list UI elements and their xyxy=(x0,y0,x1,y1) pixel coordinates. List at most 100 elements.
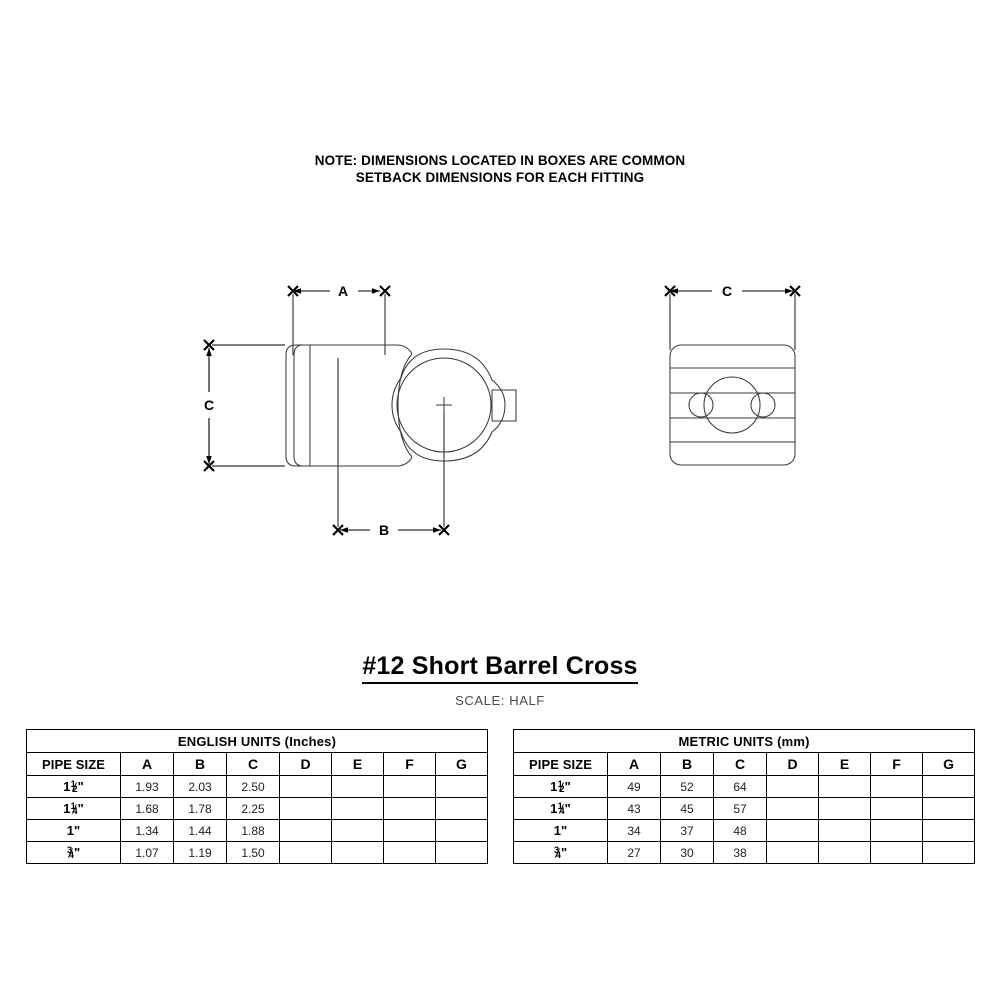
note-line-2: SETBACK DIMENSIONS FOR EACH FITTING xyxy=(355,170,645,185)
value-cell-e xyxy=(818,797,871,820)
value-cell-c: 1.88 xyxy=(226,819,280,842)
value-cell-f xyxy=(870,775,923,798)
centre-mark-side xyxy=(436,397,452,413)
table-row: 1" 1.34 1.44 1.88 xyxy=(26,819,488,842)
value-cell-a: 1.34 xyxy=(120,819,174,842)
page-title: #12 Short Barrel Cross xyxy=(362,652,638,684)
end-view: C xyxy=(663,283,802,466)
value-cell-c: 64 xyxy=(713,775,767,798)
value-cell-e xyxy=(331,797,384,820)
value-cell-c: 2.25 xyxy=(226,797,280,820)
side-view: A C xyxy=(202,283,517,538)
column-header-c: C xyxy=(226,752,280,776)
table-title-row: ENGLISH UNITS (Inches) xyxy=(26,729,488,753)
value-cell-e xyxy=(331,819,384,842)
column-header-a: A xyxy=(120,752,174,776)
column-header-d: D xyxy=(766,752,819,776)
value-cell-a: 1.93 xyxy=(120,775,174,798)
value-cell-d xyxy=(766,819,819,842)
dimension-a: A xyxy=(286,283,392,355)
dimension-c-side-label: C xyxy=(204,397,214,413)
value-cell-f xyxy=(383,819,436,842)
value-cell-d xyxy=(766,775,819,798)
side-view-body-outline xyxy=(285,344,413,467)
column-header-e: E xyxy=(818,752,871,776)
dimension-a-label: A xyxy=(338,283,348,299)
value-cell-b: 1.78 xyxy=(173,797,227,820)
value-cell-d xyxy=(766,797,819,820)
value-cell-b: 2.03 xyxy=(173,775,227,798)
value-cell-e xyxy=(331,775,384,798)
value-cell-f xyxy=(870,841,923,864)
table-header-row: PIPE SIZE A B C D E F G xyxy=(513,752,976,776)
metric-table-title: METRIC UNITS (mm) xyxy=(512,729,976,753)
value-cell-g xyxy=(921,841,976,864)
value-cell-a: 34 xyxy=(607,819,661,842)
value-cell-e xyxy=(818,775,871,798)
value-cell-d xyxy=(279,797,332,820)
value-cell-e xyxy=(818,841,871,864)
value-cell-a: 49 xyxy=(607,775,661,798)
value-cell-g xyxy=(435,841,488,864)
note-block: NOTE: DIMENSIONS LOCATED IN BOXES ARE CO… xyxy=(0,152,1000,186)
column-header-d: D xyxy=(279,752,332,776)
column-header-e: E xyxy=(331,752,384,776)
title-block: #12 Short Barrel Cross SCALE: HALF xyxy=(0,652,1000,708)
value-cell-f xyxy=(383,841,436,864)
value-cell-g xyxy=(921,797,976,820)
table-header-row: PIPE SIZE A B C D E F G xyxy=(26,752,488,776)
end-view-bores xyxy=(688,376,776,434)
english-units-table: ENGLISH UNITS (Inches) PIPE SIZE A B C D… xyxy=(26,729,488,864)
value-cell-b: 1.19 xyxy=(173,841,227,864)
side-view-cross-hub xyxy=(391,348,517,462)
value-cell-d xyxy=(279,775,332,798)
value-cell-e xyxy=(818,819,871,842)
column-header-pipe-size: PIPE SIZE xyxy=(26,752,121,776)
value-cell-a: 1.68 xyxy=(120,797,174,820)
english-table-body: ENGLISH UNITS (Inches) PIPE SIZE A B C D… xyxy=(26,729,488,864)
value-cell-g xyxy=(921,819,976,842)
value-cell-g xyxy=(435,775,488,798)
english-table-title: ENGLISH UNITS (Inches) xyxy=(26,729,488,753)
column-header-b: B xyxy=(660,752,714,776)
end-view-body-outline xyxy=(669,344,796,466)
technical-drawing-svg: A C xyxy=(202,283,802,538)
column-header-g: G xyxy=(921,752,976,776)
value-cell-f xyxy=(383,797,436,820)
column-header-a: A xyxy=(607,752,661,776)
value-cell-f xyxy=(383,775,436,798)
column-header-pipe-size: PIPE SIZE xyxy=(513,752,608,776)
column-header-f: F xyxy=(383,752,436,776)
value-cell-c: 2.50 xyxy=(226,775,280,798)
metric-units-table: METRIC UNITS (mm) PIPE SIZE A B C D E F … xyxy=(512,729,976,864)
value-cell-b: 1.44 xyxy=(173,819,227,842)
value-cell-e xyxy=(331,841,384,864)
table-row: 1" 34 37 48 xyxy=(513,819,976,842)
value-cell-a: 27 xyxy=(607,841,661,864)
column-header-f: F xyxy=(870,752,923,776)
drawing-area: A C xyxy=(0,250,1000,570)
dimension-c-end: C xyxy=(663,283,802,350)
value-cell-b: 45 xyxy=(660,797,714,820)
value-cell-g xyxy=(921,775,976,798)
column-header-c: C xyxy=(713,752,767,776)
pipe-size-cell: 1" xyxy=(513,819,608,842)
value-cell-g xyxy=(435,797,488,820)
value-cell-a: 43 xyxy=(607,797,661,820)
value-cell-g xyxy=(435,819,488,842)
value-cell-c: 1.50 xyxy=(226,841,280,864)
dimension-b: B xyxy=(331,358,451,538)
note-line-1: NOTE: DIMENSIONS LOCATED IN BOXES ARE CO… xyxy=(314,153,686,168)
value-cell-f xyxy=(870,819,923,842)
column-header-b: B xyxy=(173,752,227,776)
value-cell-a: 1.07 xyxy=(120,841,174,864)
column-header-g: G xyxy=(435,752,488,776)
value-cell-b: 30 xyxy=(660,841,714,864)
